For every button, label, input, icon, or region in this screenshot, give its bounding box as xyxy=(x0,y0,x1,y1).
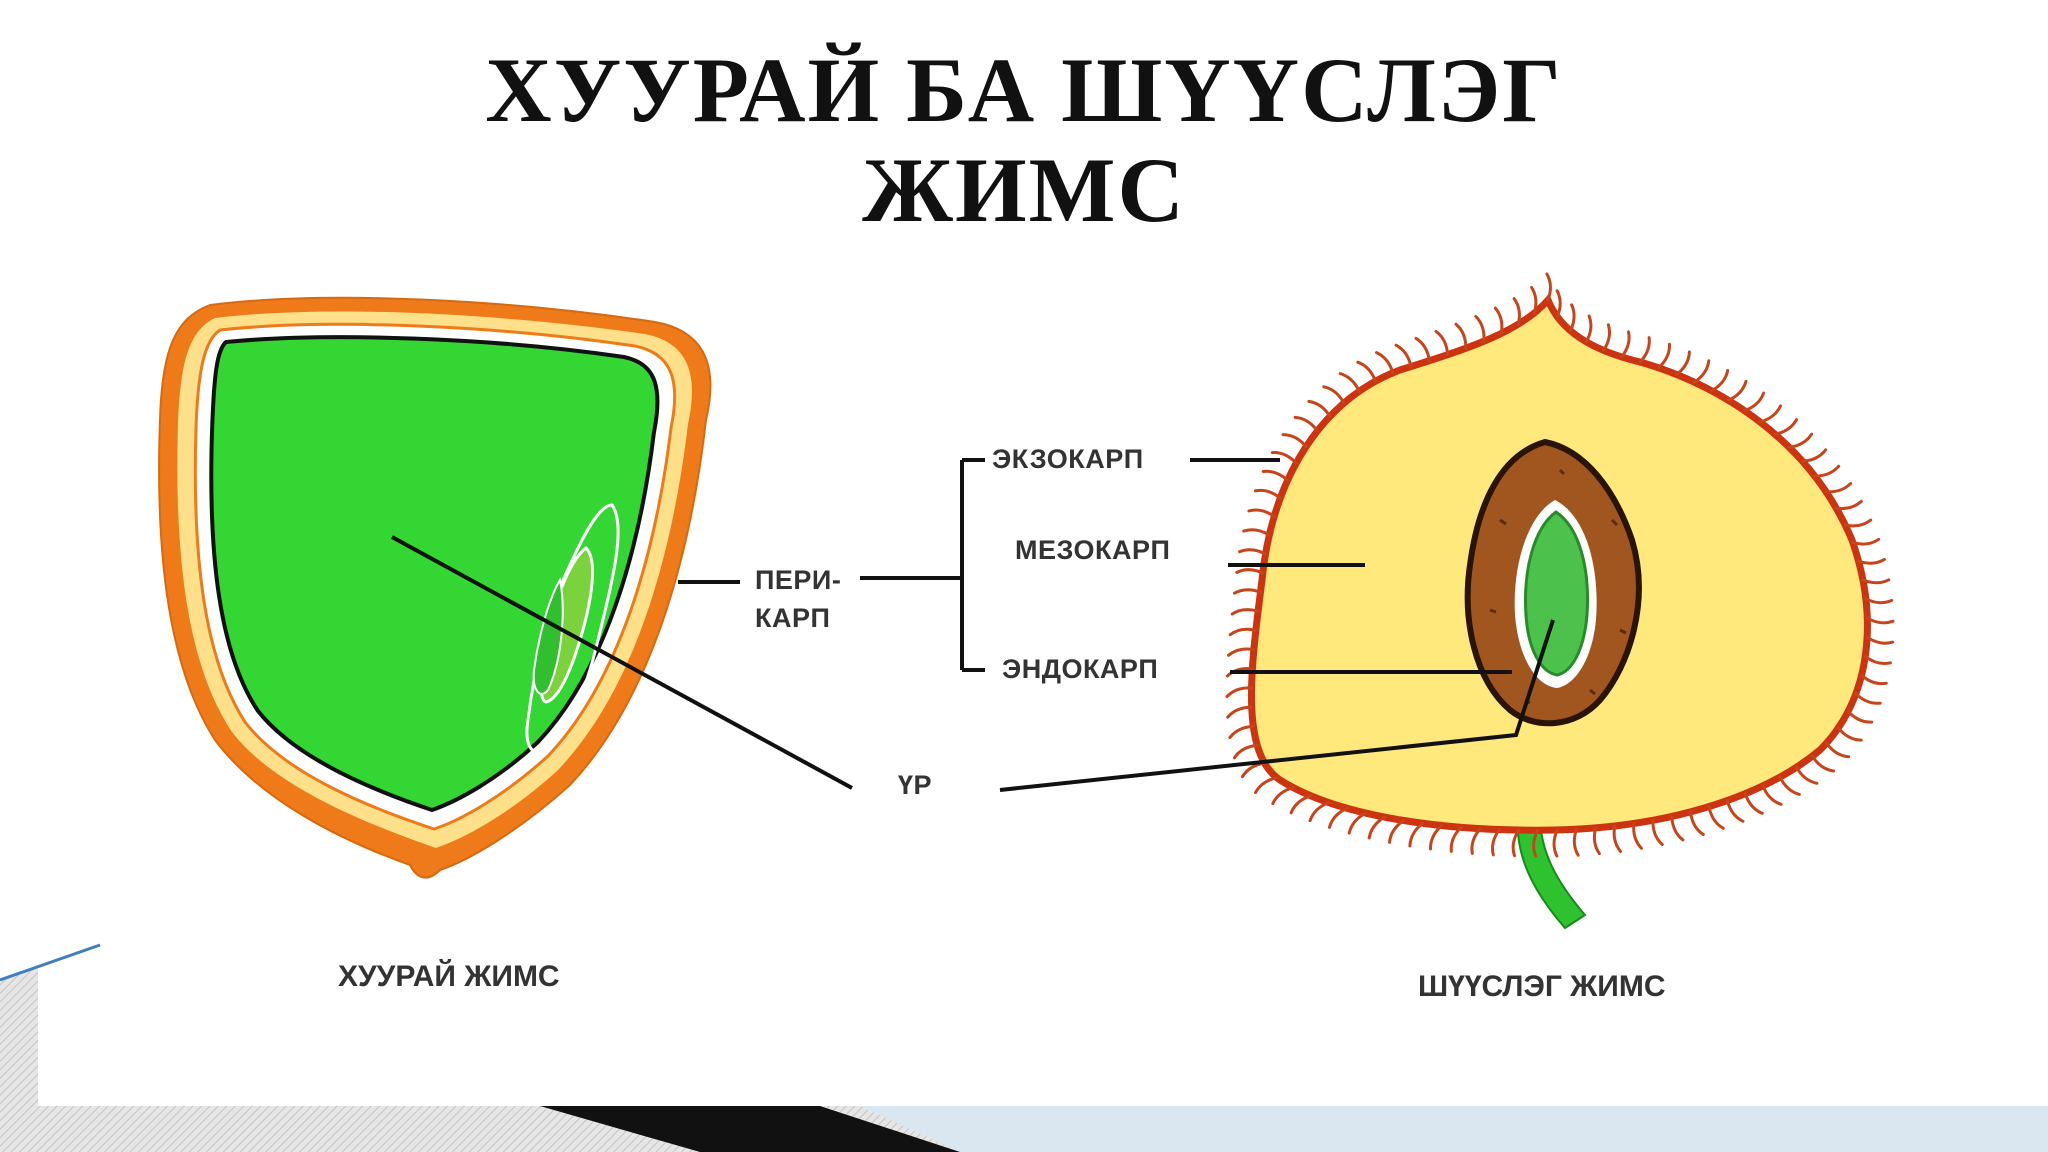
fruit-hair xyxy=(1514,299,1519,325)
fruit-hair xyxy=(1622,332,1629,357)
fruit-hair xyxy=(1859,559,1885,563)
fruit-hair xyxy=(1557,291,1560,317)
fruit-hair xyxy=(1614,826,1620,851)
fruit-hair xyxy=(1358,362,1376,381)
fleshy-fruit xyxy=(1227,274,1893,928)
fruit-hair xyxy=(1827,743,1849,757)
fruit-hair xyxy=(1863,580,1889,583)
seed-label: ҮР xyxy=(898,770,932,801)
pericarp-label-line1: ПЕРИ- xyxy=(755,565,841,596)
fruit-hair xyxy=(1789,434,1812,447)
fruit-hair xyxy=(1436,331,1448,354)
fruit-hair xyxy=(1377,353,1393,373)
fruit-hair xyxy=(1867,637,1893,643)
dry-fruit xyxy=(159,298,710,878)
fruit-hair xyxy=(1856,694,1880,704)
fruit-hair xyxy=(1249,510,1274,517)
fruit-hair xyxy=(1775,420,1797,435)
fruit-hair xyxy=(1390,821,1404,843)
fruit-hair xyxy=(1862,675,1887,683)
fruit-hair xyxy=(1263,471,1287,480)
fruit-hair xyxy=(1451,827,1461,851)
fruit-hair xyxy=(1234,745,1257,758)
fruit-hair xyxy=(1586,316,1591,342)
fruit-hair xyxy=(1324,387,1344,403)
fruit-hair xyxy=(1340,374,1359,392)
fruit-hair xyxy=(1867,618,1893,623)
fruit-hair xyxy=(1330,808,1348,827)
fruit-hair xyxy=(1273,788,1294,804)
mesocarp-label: МЕЗОКАРП xyxy=(1015,535,1170,566)
fruit-hair xyxy=(1349,813,1366,833)
fruit-hair xyxy=(1237,570,1263,573)
fruit-hair xyxy=(1815,466,1839,476)
fruit-hair xyxy=(1513,830,1519,856)
fruit-hair xyxy=(1728,381,1746,400)
fruit-hair xyxy=(1295,417,1317,431)
fruit-hair xyxy=(1255,490,1280,498)
fruit-hair xyxy=(1232,610,1258,614)
fruit-hair xyxy=(1594,828,1599,854)
fruit-hair xyxy=(1745,794,1762,814)
dry-fruit-caption: ХУУРАЙ ЖИМС xyxy=(338,960,560,994)
fruit-hair xyxy=(1763,786,1781,805)
fruit-hair xyxy=(1230,726,1253,737)
fruit-hair xyxy=(1712,371,1728,391)
fruit-hair xyxy=(1672,816,1683,840)
fruit-hair xyxy=(1256,778,1277,793)
exocarp-label: ЭКЗОКАРП xyxy=(992,444,1144,475)
fruit-hair xyxy=(1634,823,1642,848)
fruit-hair xyxy=(1309,401,1330,416)
fruit-hair xyxy=(1240,550,1266,554)
fruit-hair xyxy=(1826,484,1851,492)
fruit-hair xyxy=(1727,801,1743,822)
fruit-hair xyxy=(1640,338,1649,362)
fruit-hair xyxy=(1244,530,1270,535)
fruit-hair xyxy=(1653,820,1662,844)
fruit-hair xyxy=(1745,393,1764,411)
fruit-hair xyxy=(1659,344,1670,368)
fruit-hair xyxy=(1691,812,1704,835)
fruit-hair xyxy=(1396,345,1411,366)
fruit-hair xyxy=(1227,688,1252,697)
fruit-hair xyxy=(1532,287,1536,313)
fruit-hair xyxy=(1574,829,1578,855)
fruit-hair xyxy=(1228,707,1252,717)
fruit-hair xyxy=(1677,352,1690,375)
fruit-hair xyxy=(1235,590,1261,593)
fruit-hair xyxy=(1571,305,1575,331)
fruit-hair xyxy=(1853,539,1879,544)
fruit-hair xyxy=(1472,829,1480,854)
fruit-hair xyxy=(1802,450,1825,462)
fruit-hair xyxy=(1865,656,1890,663)
fruit-hair xyxy=(1760,406,1780,422)
fruit-hair xyxy=(1456,324,1466,348)
fruit-hair xyxy=(1430,826,1441,849)
fruit-hair xyxy=(1476,317,1484,342)
fleshy-fruit-caption: ШҮҮСЛЭГ ЖИМС xyxy=(1418,970,1666,1004)
fruit-hair xyxy=(1709,807,1723,829)
fruit-hair xyxy=(1845,520,1871,526)
fruit-hair xyxy=(1604,325,1610,351)
fruit-hair xyxy=(1780,777,1799,794)
fruit-hair xyxy=(1694,361,1709,383)
fruit-hair xyxy=(1310,803,1329,821)
fruit-hair xyxy=(1554,830,1557,856)
fruit-hair xyxy=(1291,796,1311,813)
fruit-hair xyxy=(1838,728,1861,740)
fruit-hair xyxy=(1493,830,1500,855)
fruit-hair xyxy=(1410,823,1423,846)
endocarp-label: ЭНДОКАРП xyxy=(1002,654,1158,685)
fruit-hair xyxy=(1283,435,1306,447)
fruit-hair xyxy=(1416,338,1429,360)
fruit-hair xyxy=(1812,756,1833,771)
pericarp-label-line2: КАРП xyxy=(755,603,830,634)
fruit-hair xyxy=(1836,501,1861,508)
fruit-hair xyxy=(1369,817,1385,838)
fruit-hair xyxy=(1848,711,1872,722)
fruit-hair xyxy=(1797,767,1817,783)
fruit-hair xyxy=(1495,308,1502,333)
